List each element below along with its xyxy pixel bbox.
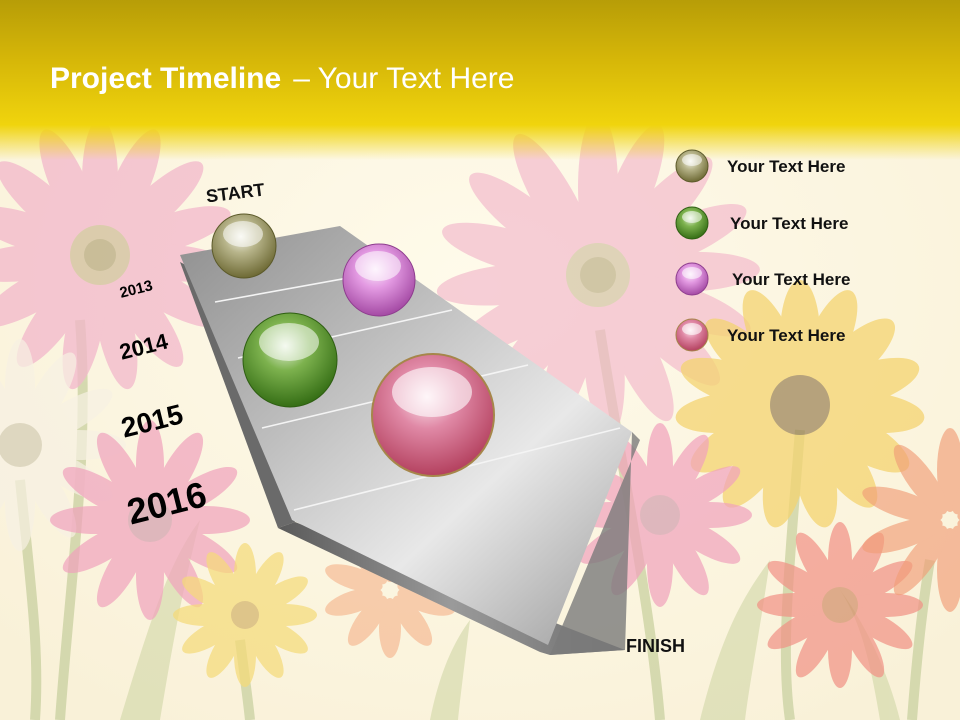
legend-violet-sphere-icon (675, 262, 709, 296)
page-title: Project Timeline – Your Text Here (50, 62, 514, 96)
milestone-olive-sphere (211, 213, 277, 279)
legend-label-olive: Your Text Here (727, 157, 846, 176)
legend-item-violet: Your Text Here (675, 262, 935, 298)
milestone-violet-sphere (342, 243, 416, 317)
legend-olive-sphere-icon (675, 149, 709, 183)
legend-label-violet: Your Text Here (732, 270, 851, 289)
legend-item-olive: Your Text Here (675, 149, 935, 185)
title-band (0, 0, 960, 160)
milestone-green-sphere (242, 312, 338, 408)
legend-label-pink: Your Text Here (727, 326, 846, 345)
slab-side-left (180, 262, 295, 528)
legend-label-green: Your Text Here (730, 214, 849, 233)
legend-pink-sphere-icon (675, 318, 709, 352)
legend-item-pink: Your Text Here (675, 318, 935, 354)
legend-green-sphere-icon (675, 206, 709, 240)
milestone-pink-sphere (371, 353, 495, 477)
title-bold: Project Timeline (50, 62, 282, 95)
title-subtitle: – Your Text Here (293, 62, 515, 95)
legend-item-green: Your Text Here (675, 206, 935, 242)
slab-side-right (550, 432, 640, 655)
finish-label: FINISH (626, 636, 686, 656)
